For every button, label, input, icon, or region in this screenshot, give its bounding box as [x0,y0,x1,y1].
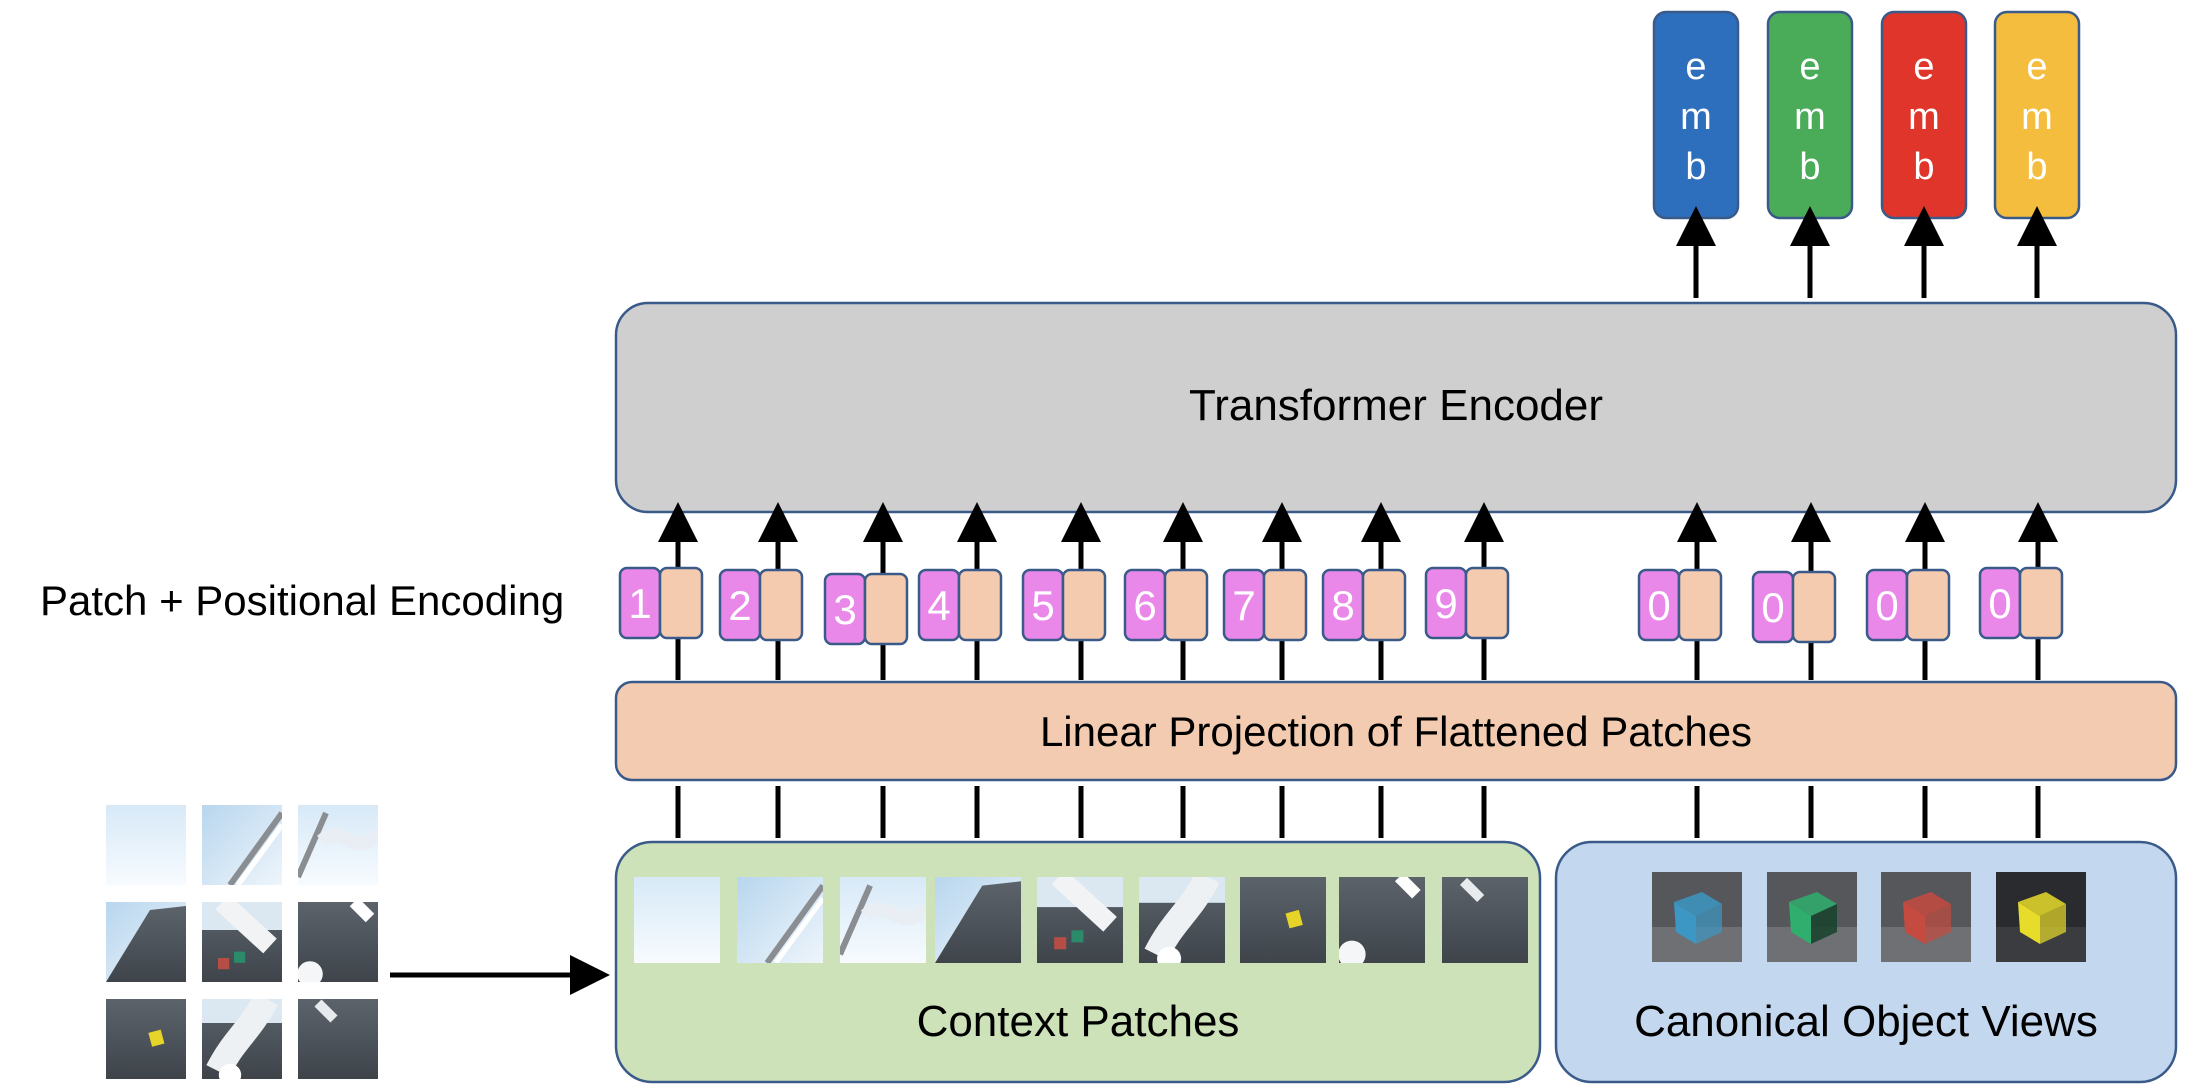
embedding-letter: b [2026,146,2047,188]
context-patch-3 [840,877,926,963]
position-index: 6 [1133,582,1156,629]
position-index: 4 [927,582,950,629]
patch-embedding-box [1791,570,1837,644]
position-index: 0 [1875,582,1898,629]
canonical-object-view-1 [1652,872,1742,962]
object-token-1: 0 [1637,568,1723,642]
source-image-tile [202,902,282,982]
position-index: 3 [833,586,856,633]
source-image-tile [106,805,186,885]
patch-embedding-box [658,566,704,640]
context-patch-8 [1339,877,1425,963]
patch-embedding-box [1905,568,1951,642]
position-index: 9 [1434,580,1457,627]
canonical-object-view-4 [1996,872,2086,962]
source-image-tile [298,902,378,982]
patch-embedding-box [1061,568,1107,642]
position-index: 8 [1331,582,1354,629]
embedding-letter: m [2021,96,2053,138]
context-patch-2 [737,877,823,963]
position-index: 0 [1988,580,2011,627]
context-patch-1 [634,877,720,963]
object-token-4: 0 [1978,566,2064,640]
embedding-letter: e [1685,46,1706,88]
embedding-letter: b [1685,146,1706,188]
position-index: 0 [1647,582,1670,629]
patch-embedding-box [1361,568,1407,642]
embedding-output-3: emb [1880,10,1968,220]
context-patch-4 [935,877,1021,963]
embedding-output-1: emb [1652,10,1740,220]
canonical-object-view-2 [1767,872,1857,962]
source-image-tile [106,999,186,1079]
source-image-tile [106,902,186,982]
context-patches-label: Context Patches [917,997,1240,1046]
patch-positional-encoding-label: Patch + Positional Encoding [40,577,564,624]
context-token-7: 7 [1222,568,1308,642]
object-token-2: 0 [1751,570,1837,644]
embedding-letter: e [1913,46,1934,88]
embedding-letter: m [1794,96,1826,138]
embedding-output-4: emb [1993,10,2081,220]
embedding-letter: e [1799,46,1820,88]
position-index: 5 [1031,582,1054,629]
context-token-5: 5 [1021,568,1107,642]
patch-embedding-box [957,568,1003,642]
source-image-tile [298,999,378,1079]
object-token-3: 0 [1865,568,1951,642]
patch-embedding-box [1163,568,1209,642]
position-index: 0 [1761,584,1784,631]
context-patch-9 [1442,877,1528,963]
embedding-letter: e [2026,46,2047,88]
canonical-object-views-label: Canonical Object Views [1634,997,2098,1046]
source-image-grid [106,805,378,1079]
source-image-tile [298,805,378,885]
patch-embedding-box [1262,568,1308,642]
transformer-encoder-label: Transformer Encoder [1189,381,1603,430]
context-token-2: 2 [718,568,804,642]
linear-projection-label: Linear Projection of Flattened Patches [1040,708,1752,755]
patch-embedding-box [863,572,909,646]
context-token-4: 4 [917,568,1003,642]
context-token-3: 3 [823,572,909,646]
context-token-8: 8 [1321,568,1407,642]
linear-projection-box [614,680,2178,782]
embedding-output-2: emb [1766,10,1854,220]
canonical-object-view-3 [1881,872,1971,962]
embedding-letter: b [1799,146,1820,188]
patch-embedding-box [1677,568,1723,642]
patch-embedding-box [1464,566,1510,640]
context-token-9: 9 [1424,566,1510,640]
source-image-tile [202,805,282,885]
context-patch-5 [1037,877,1123,963]
context-patch-6 [1139,877,1225,963]
embedding-letter: b [1913,146,1934,188]
context-patch-7 [1240,877,1326,963]
patch-embedding-box [758,568,804,642]
embedding-letter: m [1680,96,1712,138]
position-index: 1 [628,580,651,627]
embedding-letter: m [1908,96,1940,138]
position-index: 7 [1232,582,1255,629]
context-token-6: 6 [1123,568,1209,642]
context-token-1: 1 [618,566,704,640]
position-index: 2 [728,582,751,629]
source-image-tile [202,999,282,1079]
patch-embedding-box [2018,566,2064,640]
